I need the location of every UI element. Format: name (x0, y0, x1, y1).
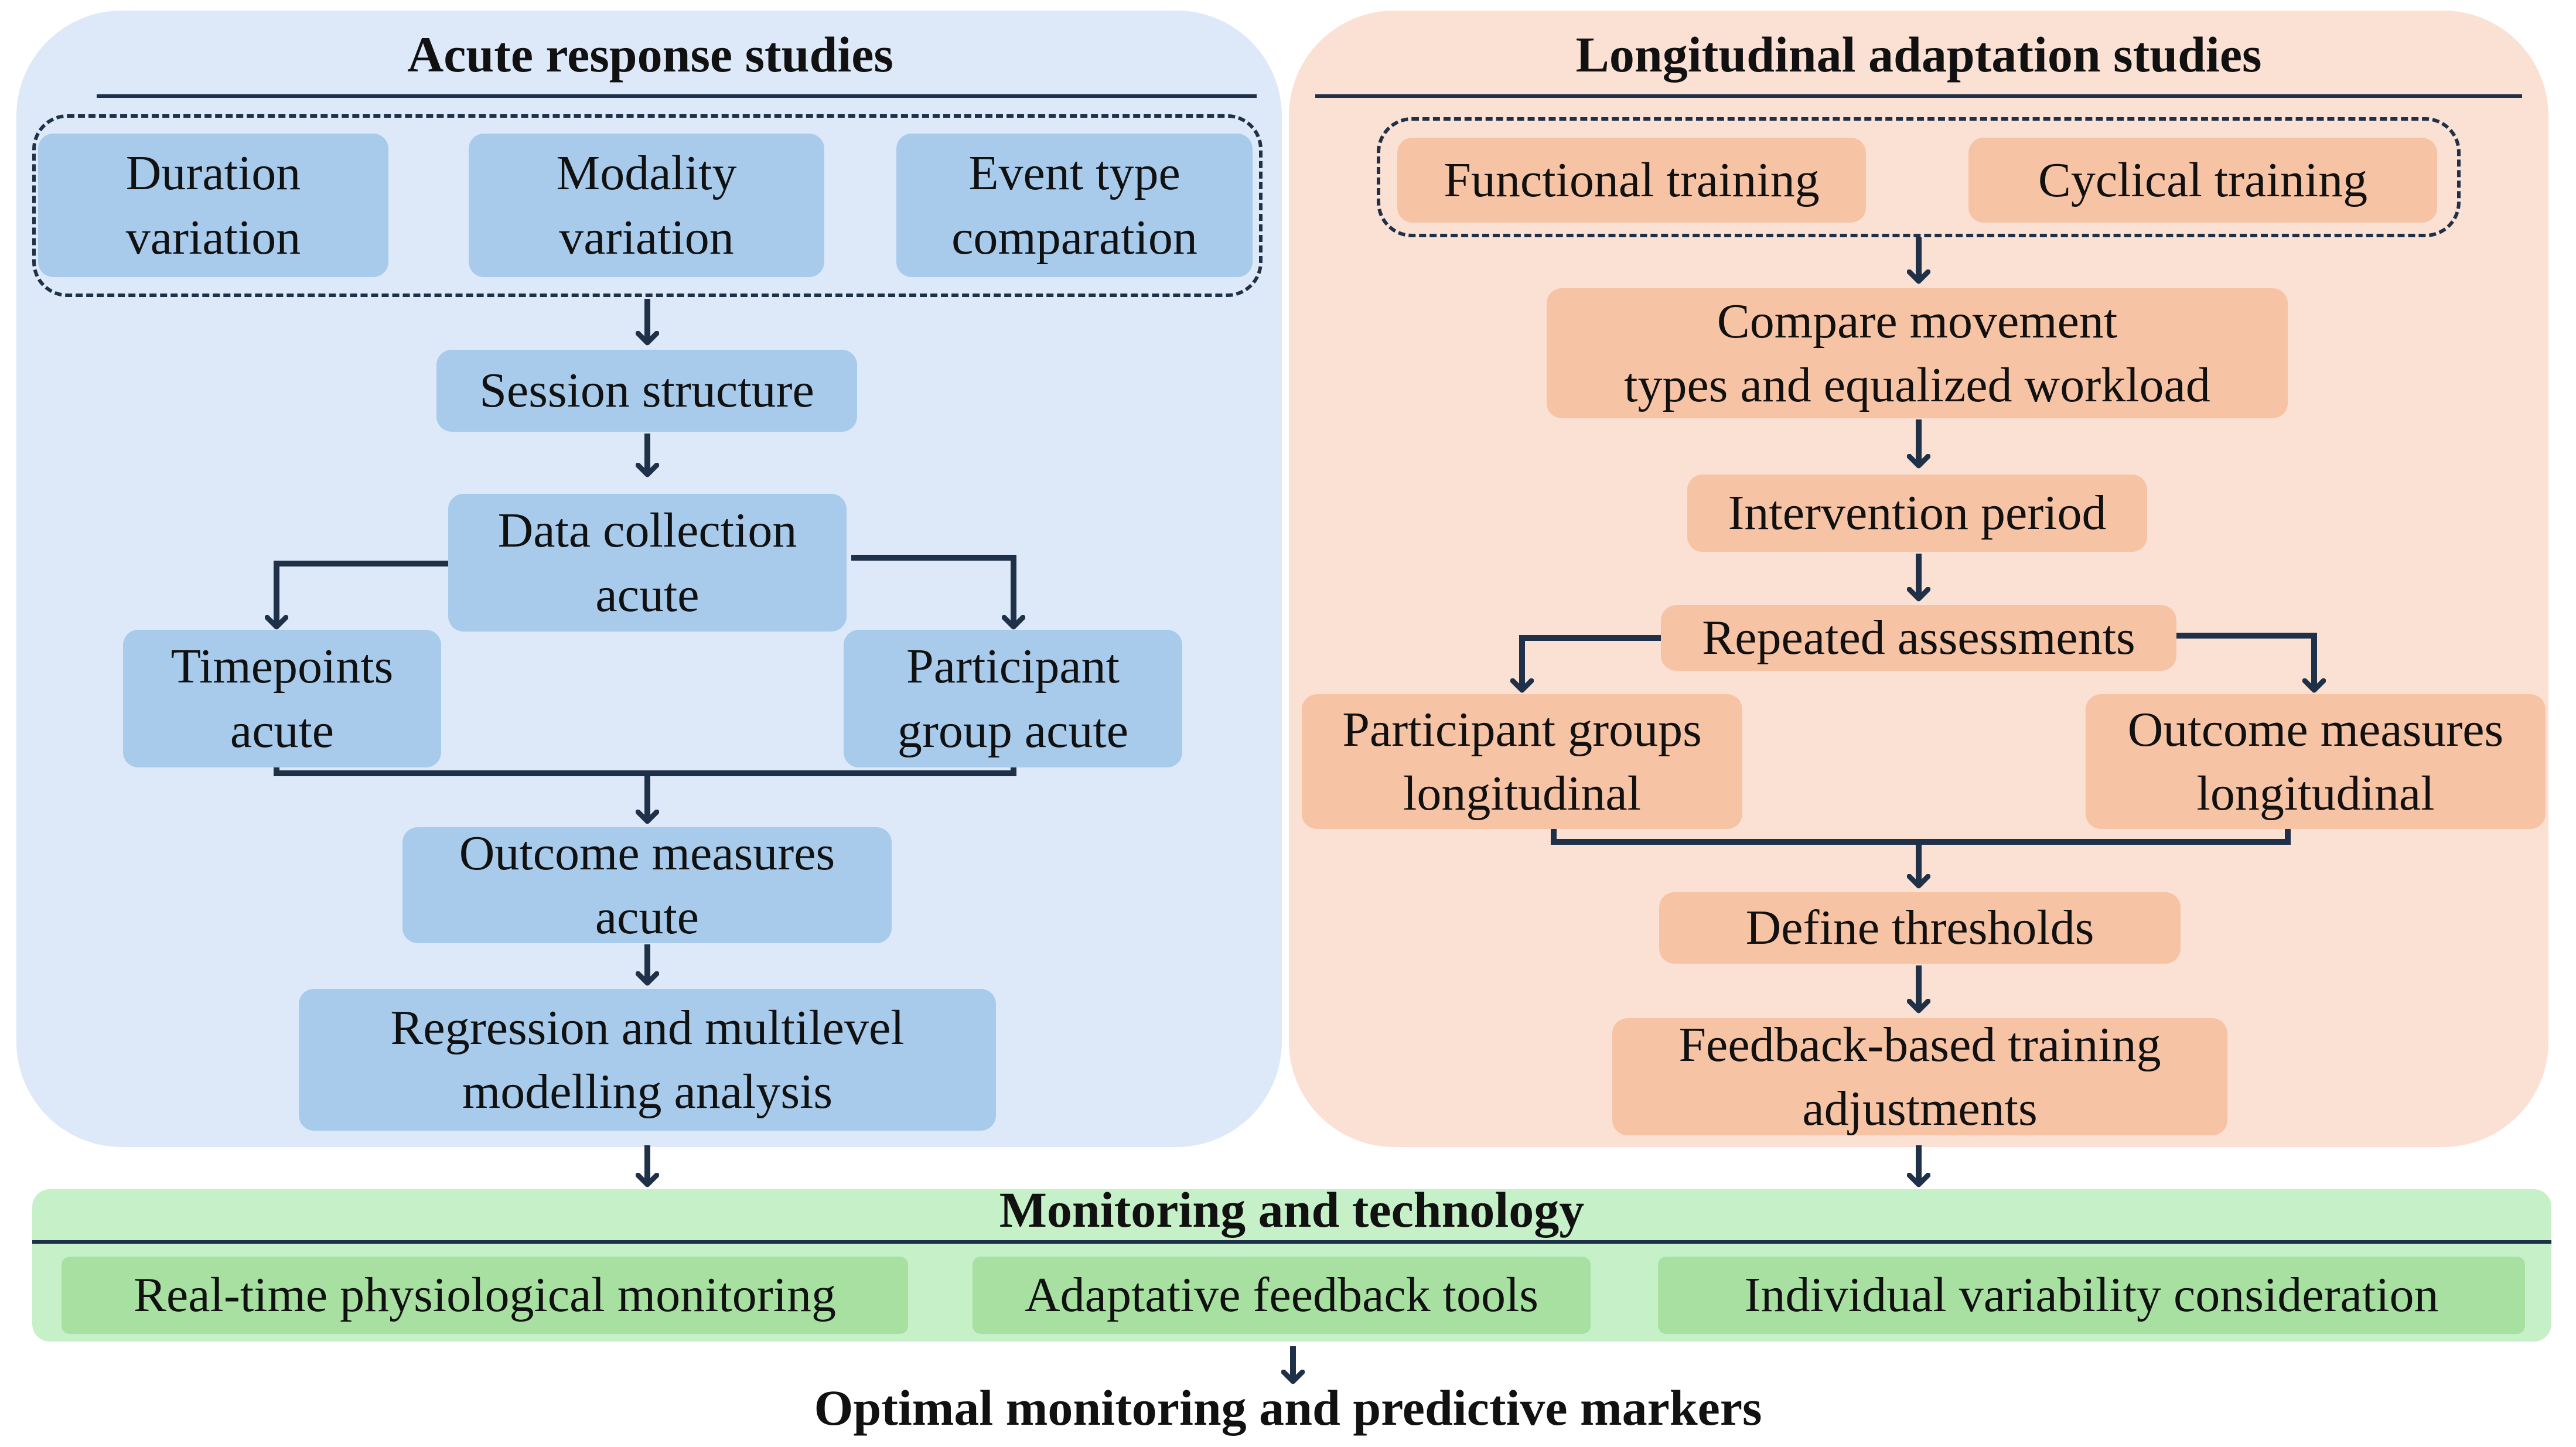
arrow-repeated-to-groups (1522, 635, 1661, 690)
monitoring-title-rule (32, 1240, 2551, 1244)
functional-training-box: Functional training (1397, 138, 1866, 223)
session-structure-box: Session structure (436, 350, 857, 432)
realtime-monitoring-box: Real-time physiological monitoring (62, 1257, 908, 1334)
acute-title: Acute response studies (407, 26, 893, 83)
compare-movement-box: Compare movement types and equalized wor… (1547, 288, 2288, 418)
participant-groups-longitudinal-box: Participant groups longitudinal (1302, 694, 1742, 829)
arrow-data-to-participant (851, 555, 1014, 627)
repeated-assessments-box: Repeated assessments (1661, 605, 2176, 671)
data-collection-box: Data collection acute (448, 494, 847, 632)
merge-acute-line (274, 767, 1016, 776)
modality-variation-box: Modality variation (469, 134, 824, 277)
timepoints-box: Timepoints acute (123, 630, 441, 767)
longitudinal-title: Longitudinal adaptation studies (1575, 26, 2262, 83)
outcome-measures-acute-box: Outcome measures acute (402, 826, 892, 944)
acute-variation-group (32, 114, 1263, 297)
merge-longitudinal-line (1551, 829, 2291, 845)
outcome-measures-longitudinal-box: Outcome measures longitudinal (2086, 694, 2546, 829)
acute-title-rule (97, 94, 1257, 98)
event-type-box: Event type comparation (896, 134, 1253, 277)
monitoring-title: Monitoring and technology (999, 1182, 1585, 1238)
longitudinal-title-rule (1315, 94, 2522, 98)
define-thresholds-box: Define thresholds (1659, 892, 2181, 964)
adaptative-feedback-box: Adaptative feedback tools (973, 1257, 1591, 1334)
cyclical-training-box: Cyclical training (1968, 138, 2437, 223)
intervention-period-box: Intervention period (1687, 475, 2147, 552)
arrow-data-to-timepoints (277, 561, 448, 627)
participant-group-box: Participant group acute (844, 630, 1182, 767)
duration-variation-box: Duration variation (38, 134, 388, 277)
regression-box: Regression and multilevel modelling anal… (299, 989, 996, 1131)
final-outcome-label: Optimal monitoring and predictive marker… (814, 1380, 1762, 1436)
individual-variability-box: Individual variability consideration (1658, 1257, 2525, 1334)
training-type-group (1377, 117, 2461, 237)
feedback-training-box: Feedback-based training adjustments (1612, 1018, 2227, 1136)
arrow-repeated-to-outcome (2176, 633, 2314, 690)
